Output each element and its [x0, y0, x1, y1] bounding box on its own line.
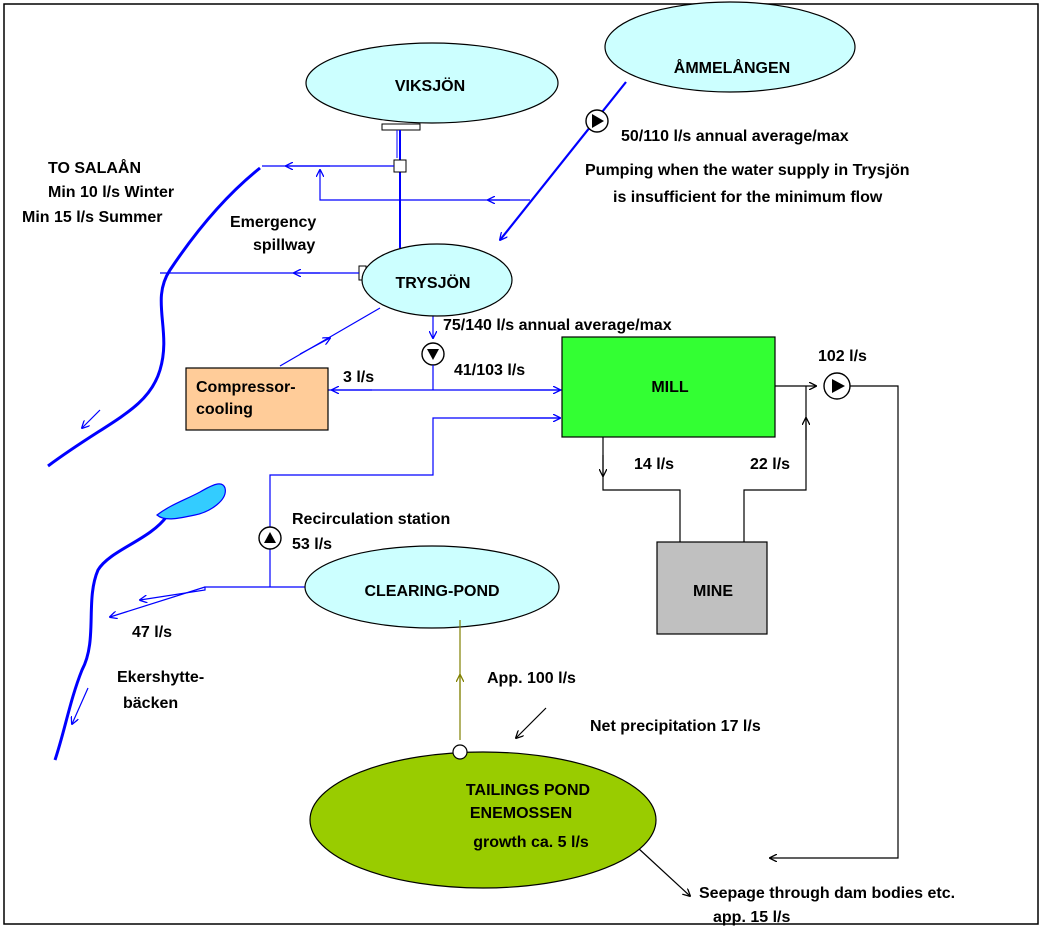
- mine-label: MINE: [693, 583, 733, 600]
- decant-tower-icon: [452, 744, 468, 760]
- tailings-label-2: ENEMOSSEN: [470, 805, 572, 822]
- compressor-cooling-box: [185, 367, 329, 431]
- spillway-label: spillway: [253, 237, 315, 254]
- recirculation-label: Recirculation station: [292, 511, 450, 528]
- net-precipitation-label: Net precipitation 17 l/s: [590, 718, 761, 735]
- small-lake: [156, 483, 226, 520]
- trysjon-flow-label: 75/140 l/s annual average/max: [443, 317, 672, 334]
- seepage-label-2: app. 15 l/s: [713, 909, 790, 926]
- salaan-winter-label: Min 10 l/s Winter: [48, 184, 174, 201]
- trysjon-pump-arrow: [427, 349, 439, 360]
- clearing-pond: [304, 545, 560, 629]
- outflow-to-ekershytte: [110, 586, 206, 617]
- flow-47-label: 47 l/s: [132, 624, 172, 641]
- precipitation-arrow: [516, 707, 547, 738]
- mill-to-mine-line: [602, 437, 681, 542]
- viksjon-outlet-gate: [381, 123, 421, 131]
- pumping-label-1: Pumping when the water supply in Trysjön: [585, 162, 909, 179]
- ekershyttebacken-river: [53, 515, 169, 761]
- junction-box: [393, 159, 407, 173]
- tailings-label-3: growth ca. 5 l/s: [473, 834, 589, 851]
- tailings-label-1: TAILINGS POND: [466, 782, 590, 799]
- viksjon-label: VIKSJÖN: [395, 76, 465, 95]
- seepage-label-1: Seepage through dam bodies etc.: [699, 885, 955, 902]
- mill-label: MILL: [651, 379, 689, 396]
- recirculation-line: [269, 417, 560, 587]
- ammelangen-pump-arrow: [592, 114, 604, 128]
- tailings-pond: [309, 751, 657, 889]
- flow-41-label: 41/103 l/s: [454, 362, 525, 379]
- ekershytte-flow-arrow: [72, 687, 89, 724]
- recirculation-flow-label: 53 l/s: [292, 536, 332, 553]
- app-100-label: App. 100 l/s: [487, 670, 576, 687]
- mill-box: [561, 336, 776, 438]
- mine-box: [656, 541, 768, 635]
- trysjon-label: TRYSJÖN: [396, 273, 471, 292]
- emergency-label: Emergency: [230, 214, 316, 231]
- pumping-label-2: is insufficient for the minimum flow: [613, 189, 883, 206]
- pump-return-line: [320, 170, 530, 201]
- compressor-label-1: Compressor-: [196, 379, 296, 396]
- salaan-flow-arrow: [82, 409, 101, 428]
- seepage-arrow: [637, 847, 690, 896]
- salaan-summer-label: Min 15 l/s Summer: [22, 209, 163, 226]
- trysjon-compressor-arrow: [299, 338, 330, 355]
- viksjon-lake: [305, 42, 559, 124]
- flow-14-label: 14 l/s: [634, 456, 674, 473]
- flow-3-label: 3 l/s: [343, 369, 374, 386]
- ammelangen-lake: [604, 1, 856, 93]
- flow-102-label: 102 l/s: [818, 348, 867, 365]
- ammelangen-label: ÅMMELÅNGEN: [674, 58, 790, 77]
- ekershytte-label-1: Ekershytte-: [117, 669, 204, 686]
- recirculation-pump-arrow: [264, 532, 276, 543]
- ammelangen-flow-label: 50/110 l/s annual average/max: [621, 128, 849, 145]
- salaan-river: [47, 166, 261, 468]
- pump-to-tailings-line: [770, 385, 899, 858]
- ammelangen-pipeline: [500, 81, 627, 240]
- trysjon-lake: [361, 243, 513, 317]
- trysjon-compressor-line: [279, 307, 381, 367]
- ekershytte-label-2: bäcken: [123, 695, 178, 712]
- mill-pump-arrow: [832, 379, 845, 393]
- flow-22-label: 22 l/s: [750, 456, 790, 473]
- diagram-frame: [3, 3, 1039, 925]
- clearing-pond-label: CLEARING-POND: [364, 583, 499, 600]
- to-salaan-label: TO SALAÅN: [48, 158, 141, 177]
- compressor-label-2: cooling: [196, 401, 253, 418]
- clearing-pond-outflow: [140, 586, 305, 600]
